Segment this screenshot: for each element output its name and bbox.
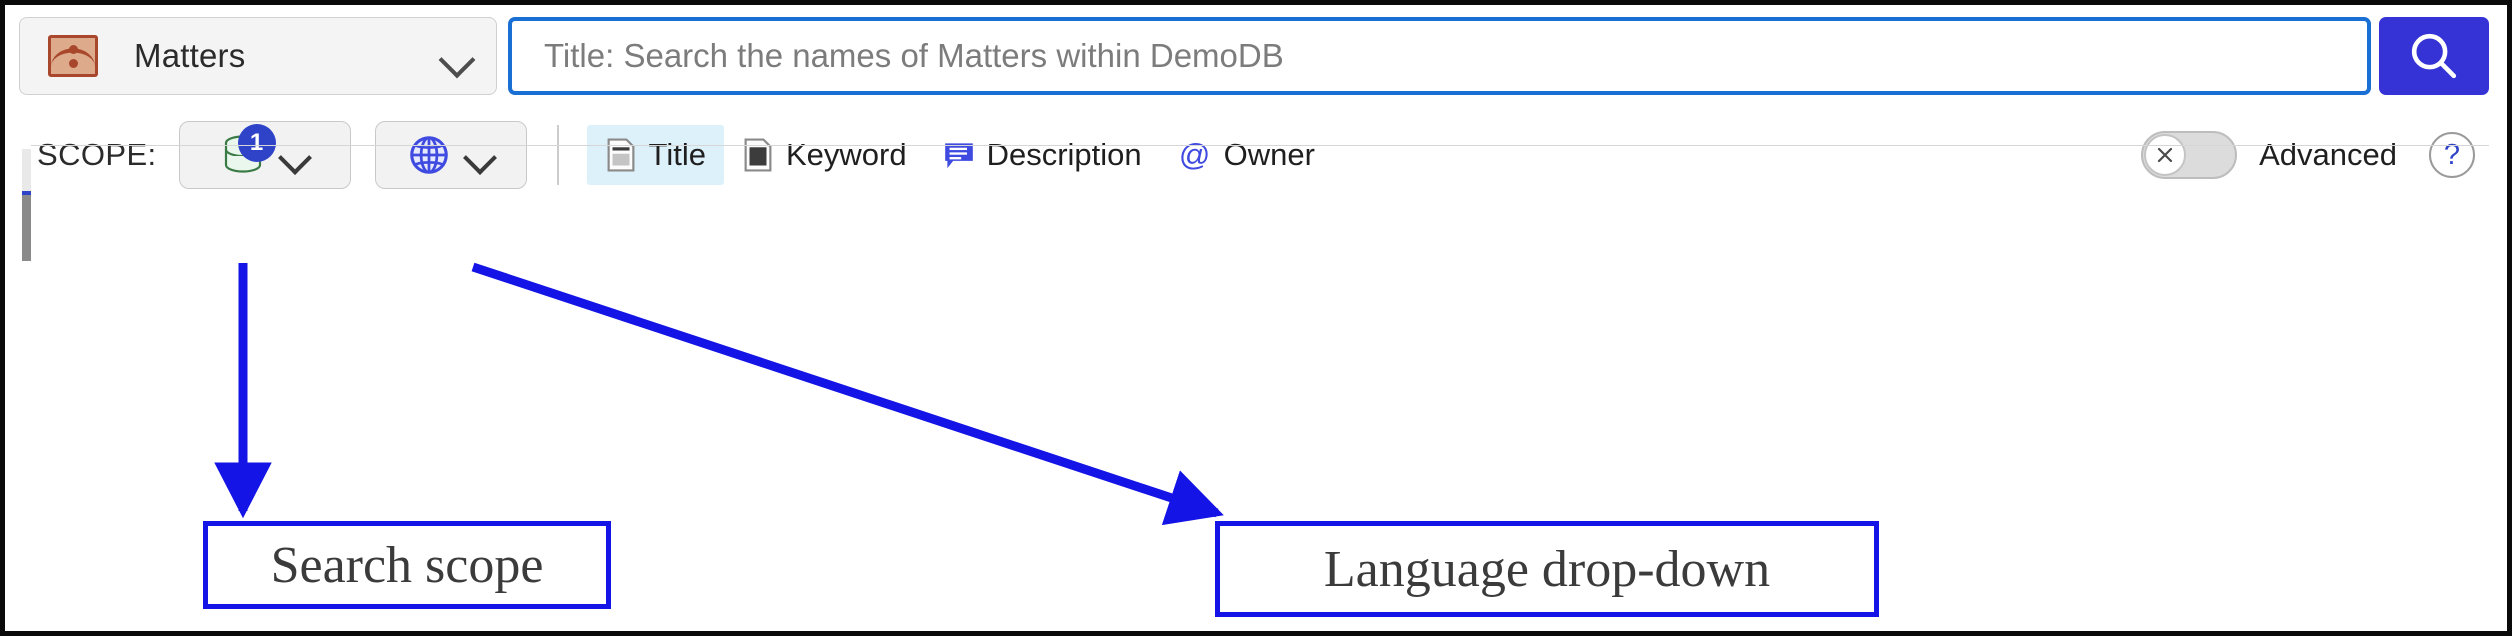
document-title-icon bbox=[605, 138, 637, 172]
toolbar-divider bbox=[556, 125, 559, 185]
field-tab-title[interactable]: Title bbox=[586, 125, 724, 185]
at-sign-icon: @ bbox=[1178, 137, 1211, 172]
chevron-down-icon[interactable] bbox=[440, 39, 474, 73]
field-tab-owner[interactable]: @ Owner bbox=[1160, 125, 1333, 185]
search-toolbar: Matters Title: Search the names of Matte… bbox=[19, 17, 2489, 95]
panel-top-rule bbox=[31, 145, 2489, 146]
speech-bubble-icon bbox=[943, 138, 975, 172]
callout-label-search-scope: Search scope bbox=[203, 521, 611, 609]
matter-icon bbox=[48, 35, 98, 77]
toggle-knob bbox=[2144, 134, 2187, 176]
advanced-label: Advanced bbox=[2259, 137, 2397, 172]
field-tab-label: Title bbox=[648, 137, 706, 172]
callout-arrow-language-dropdown bbox=[471, 262, 1224, 526]
field-tab-keyword[interactable]: Keyword bbox=[724, 125, 925, 185]
entity-type-selector[interactable]: Matters bbox=[19, 17, 497, 95]
search-submit-button[interactable] bbox=[2379, 17, 2489, 95]
globe-icon bbox=[407, 133, 451, 177]
field-tab-description[interactable]: Description bbox=[925, 125, 1160, 185]
database-count-badge: 1 bbox=[237, 124, 276, 162]
language-globe-button[interactable] bbox=[374, 121, 527, 189]
matter-icon-dot-top bbox=[68, 45, 78, 54]
entity-type-label: Matters bbox=[134, 37, 246, 74]
database-scope-button[interactable]: 1 bbox=[178, 121, 351, 189]
search-field-tabs: Title Keyword bbox=[586, 125, 1333, 185]
field-tab-label: Owner bbox=[1223, 137, 1315, 172]
search-input[interactable]: Title: Search the names of Matters withi… bbox=[508, 17, 2371, 95]
scope-row: SCOPE: 1 bbox=[19, 109, 2489, 201]
callout-label-language-dropdown: Language drop-down bbox=[1215, 521, 1879, 617]
matter-icon-dot-bottom bbox=[68, 59, 78, 68]
scrollbar-track[interactable] bbox=[22, 149, 31, 219]
database-icon: 1 bbox=[220, 124, 276, 176]
document-keyword-icon bbox=[742, 138, 774, 172]
search-area: Title: Search the names of Matters withi… bbox=[508, 17, 2489, 95]
scope-label: SCOPE: bbox=[37, 137, 157, 172]
search-icon bbox=[2411, 33, 2457, 79]
x-icon bbox=[2158, 147, 2173, 163]
field-tab-label: Description bbox=[986, 137, 1142, 172]
field-tab-label: Keyword bbox=[785, 137, 907, 172]
question-mark-icon[interactable]: ? bbox=[2429, 132, 2475, 178]
advanced-toggle[interactable] bbox=[2141, 131, 2238, 179]
scrollbar-thumb[interactable] bbox=[22, 195, 31, 261]
